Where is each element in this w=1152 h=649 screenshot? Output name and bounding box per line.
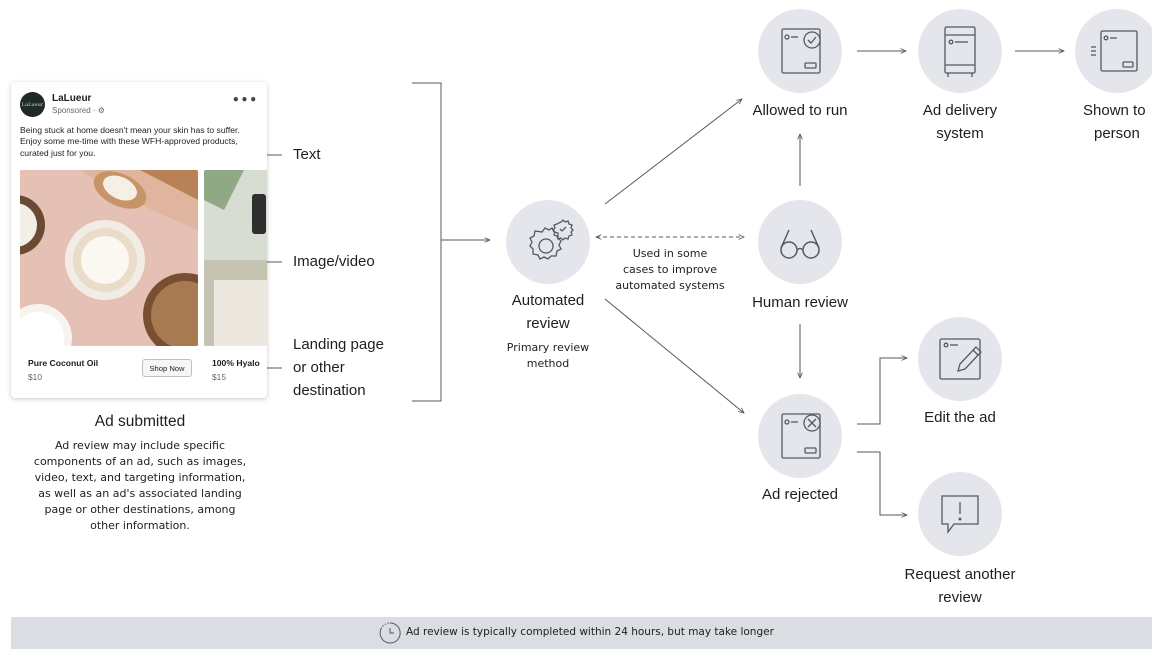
ad-submitted-title: Ad submitted [94,413,186,430]
product-title-1: Pure Coconut Oil [28,358,99,368]
ad-rejected-node [758,394,842,478]
brand-name: LaLueur [52,93,92,104]
product-image-hyaluronic [204,170,267,346]
automated-to-allowed-arrow [604,99,742,205]
components-bracket [412,82,442,402]
component-image-label: Image/video [293,253,375,270]
description-line: components of an ad, such as images, [33,455,247,468]
automated-review-node [506,200,590,284]
automated-sub-line: method [526,357,570,370]
request-another-review-node [918,472,1002,556]
automated-to-rejected-arrow [604,298,744,413]
screen-icon [1091,30,1138,72]
description-line: page or other destinations, among [44,503,236,516]
product-price-2: $15 [212,372,226,382]
note-line: automated systems [615,279,725,292]
shown-to-person-label-2: person [1094,125,1140,142]
edit-pencil-icon [939,338,982,380]
ad-submitted-description: Ad review may include specific component… [10,438,270,534]
component-landing-label-1: Landing page [293,336,384,353]
description-line: as well as an ad's associated landing [38,487,242,500]
product-title-2: 100% Hyalo [212,358,260,368]
approved-ad-icon [781,28,821,74]
request-review-label-1: Request another [904,566,1016,583]
ad-delivery-system-node [918,9,1002,93]
product-image-coconut [20,170,198,346]
request-review-label-2: review [938,589,982,606]
footer-text: Ad review is typically completed within … [406,626,774,638]
rejected-to-edit-arrow [857,358,907,425]
allowed-to-run-node [758,9,842,93]
description-line: other information. [90,519,190,532]
gears-icon [529,219,574,260]
rejected-ad-icon [781,413,821,459]
shown-to-person-label-1: Shown to [1083,102,1146,119]
human-review-node [758,200,842,284]
more-options-icon: ••• [231,93,258,107]
ad-preview-card: LaLueur LaLueur Sponsored · ⚙ ••• Being … [11,82,267,398]
component-landing-label-3: destination [293,382,366,399]
clock-icon [379,622,401,644]
ad-delivery-label-1: Ad delivery [922,102,998,119]
human-review-label: Human review [752,294,848,311]
automated-sub-line: Primary review [506,341,590,354]
ad-caption: Being stuck at home doesn't mean your sk… [20,125,240,158]
description-line: Ad review may include specific [54,439,226,452]
component-text-label: Text [293,146,321,163]
glasses-icon [780,229,820,259]
component-landing-label-2: or other [293,359,345,376]
edit-the-ad-node [918,317,1002,401]
automated-review-label-1: Automated [511,292,585,309]
server-icon [944,26,976,77]
shown-to-person-node [1075,9,1152,93]
edit-the-ad-label: Edit the ad [924,409,996,426]
used-in-some-cases-note: Used in some cases to improve automated … [605,246,735,294]
brand-avatar: LaLueur [20,92,45,117]
note-line: cases to improve [622,263,718,276]
sponsored-label: Sponsored · ⚙ [52,106,105,115]
automated-review-subtitle: Primary review method [483,340,613,372]
ad-delivery-label-2: system [936,125,984,142]
rejected-to-request-arrow [857,451,907,515]
automated-review-label-2: review [526,315,570,332]
allowed-to-run-label: Allowed to run [752,102,848,119]
ad-rejected-label: Ad rejected [762,486,838,503]
shop-now-button[interactable]: Shop Now [142,359,192,377]
product-price-1: $10 [28,372,42,382]
note-line: Used in some [632,247,708,260]
alert-message-icon [941,495,979,534]
description-line: video, text, and targeting information, [34,471,246,484]
footer-banner: Ad review is typically completed within … [11,617,1152,649]
